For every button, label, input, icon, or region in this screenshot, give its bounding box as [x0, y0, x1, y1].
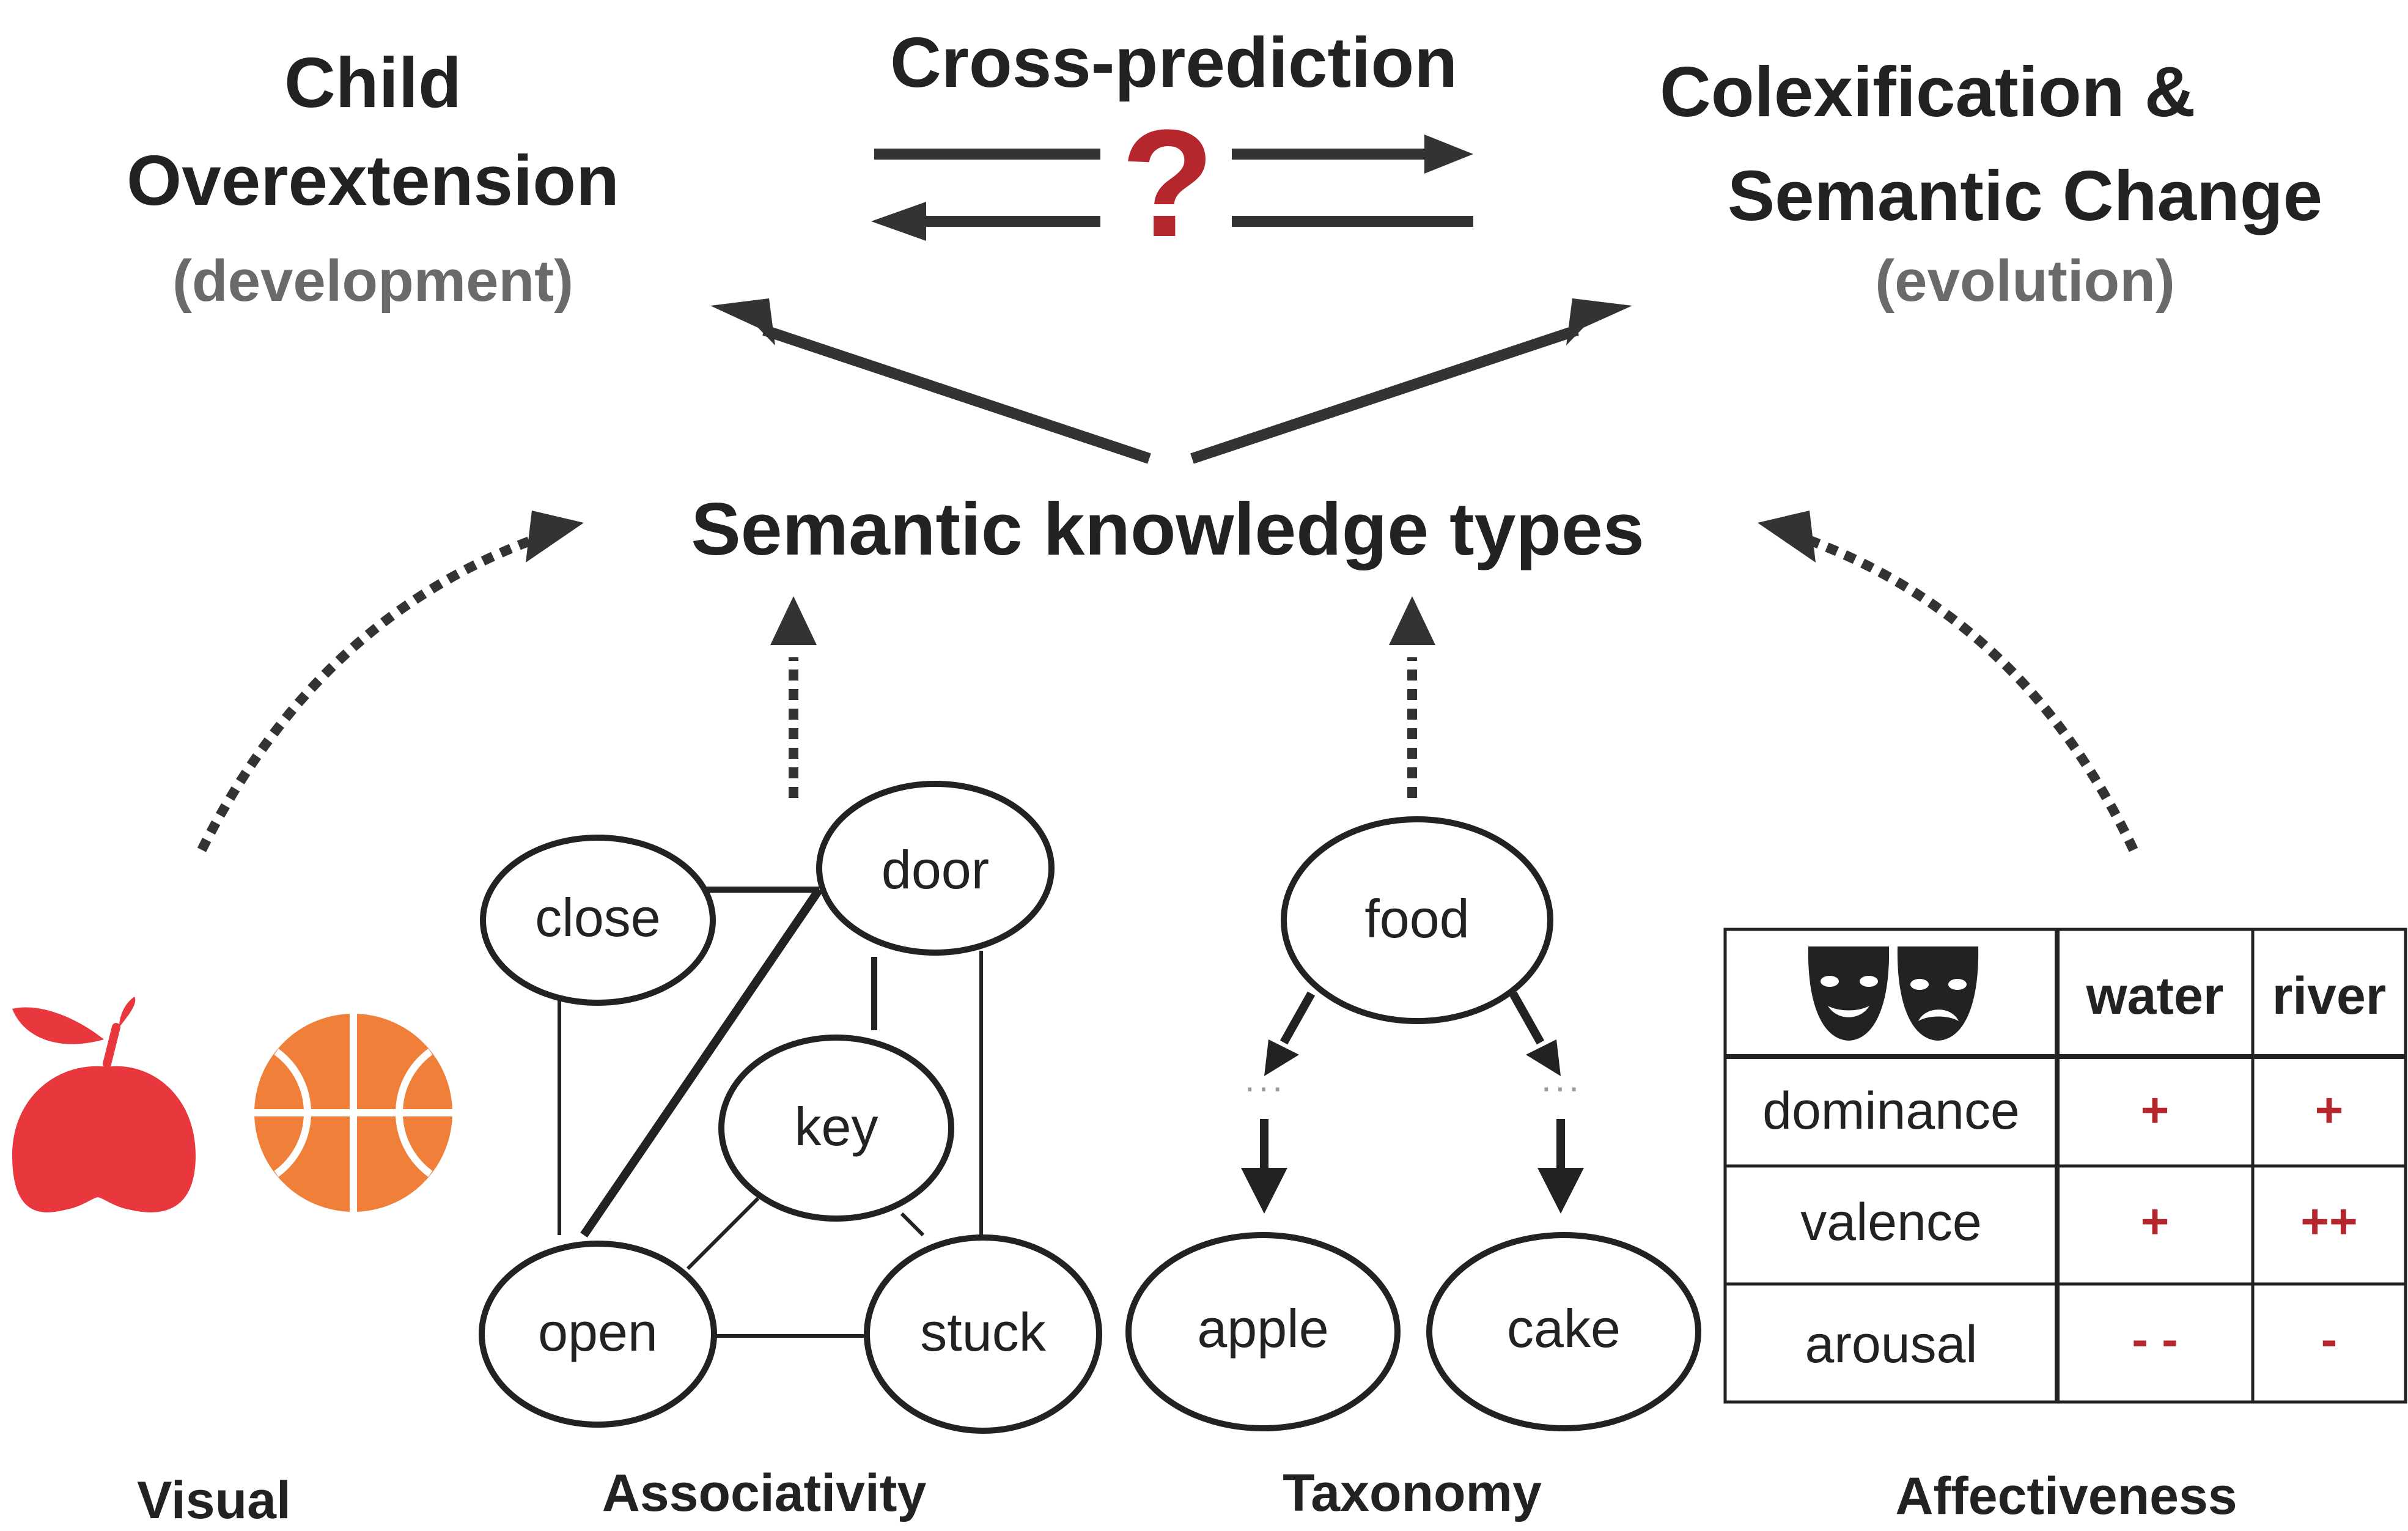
node-label-food: food	[1364, 888, 1470, 949]
right-title-line1: Colexification &	[1660, 52, 2196, 131]
row-label-arousal: arousal	[1805, 1315, 1978, 1374]
value-dominance-river: +	[2314, 1083, 2344, 1137]
right-title: Colexification & Semantic Change	[1644, 40, 2406, 248]
affect-table	[1723, 928, 2407, 1404]
node-label-open: open	[538, 1302, 658, 1362]
node-cake	[1426, 1232, 1701, 1431]
question-mark: ?	[1121, 98, 1215, 268]
node-label-apple: apple	[1197, 1298, 1329, 1359]
right-subtitle: (evolution)	[1875, 248, 2175, 314]
node-door	[816, 781, 1055, 956]
node-open	[479, 1241, 717, 1428]
apple-icon	[12, 997, 196, 1212]
value-arousal-river: -	[2321, 1312, 2338, 1367]
center-title: Cross-prediction	[889, 23, 1458, 102]
taxonomy-ellipsis-left: ...	[1244, 1058, 1286, 1099]
basketball-icon	[254, 1014, 452, 1212]
associativity-network	[479, 781, 1102, 1434]
left-title-line2: Overextension	[127, 141, 619, 220]
node-label-stuck: stuck	[920, 1302, 1046, 1362]
dotted-arrow-heads	[526, 511, 1816, 645]
value-arousal-water: - -	[2132, 1312, 2178, 1367]
value-dominance-water: +	[2140, 1083, 2170, 1137]
node-label-key: key	[794, 1096, 878, 1157]
left-title: Child Overextension	[37, 34, 709, 229]
right-title-line2: Semantic Change	[1727, 156, 2323, 235]
category-label-associativity: Associativity	[602, 1464, 927, 1522]
category-label-visual: Visual	[137, 1471, 291, 1530]
taxonomy-tree	[1125, 816, 1701, 1431]
taxonomy-ellipsis-right: ...	[1541, 1058, 1583, 1099]
cross-prediction-arrows	[871, 135, 1473, 241]
left-title-line1: Child	[284, 43, 462, 122]
row-label-dominance: dominance	[1762, 1082, 2020, 1140]
node-close	[480, 835, 716, 1006]
node-label-door: door	[881, 839, 990, 900]
node-food	[1281, 816, 1553, 1024]
theater-masks-icon	[1808, 946, 1979, 1041]
left-subtitle: (development)	[172, 248, 574, 314]
table-header-water: water	[2086, 967, 2224, 1025]
node-label-cake: cake	[1507, 1298, 1621, 1359]
node-apple	[1125, 1232, 1401, 1431]
value-valence-river: ++	[2300, 1194, 2358, 1249]
row-label-valence: valence	[1800, 1193, 1982, 1252]
table-header-river: river	[2272, 967, 2387, 1025]
solid-arrows	[710, 298, 1632, 464]
node-key	[718, 1035, 954, 1222]
category-label-affectiveness: Affectiveness	[1895, 1467, 2237, 1525]
node-label-close: close	[535, 887, 661, 948]
value-valence-water: +	[2140, 1194, 2170, 1249]
node-stuck	[864, 1234, 1102, 1434]
dotted-arrows	[197, 533, 2138, 852]
category-label-taxonomy: Taxonomy	[1283, 1464, 1542, 1522]
semantic-knowledge-heading: Semantic knowledge types	[691, 487, 1644, 570]
